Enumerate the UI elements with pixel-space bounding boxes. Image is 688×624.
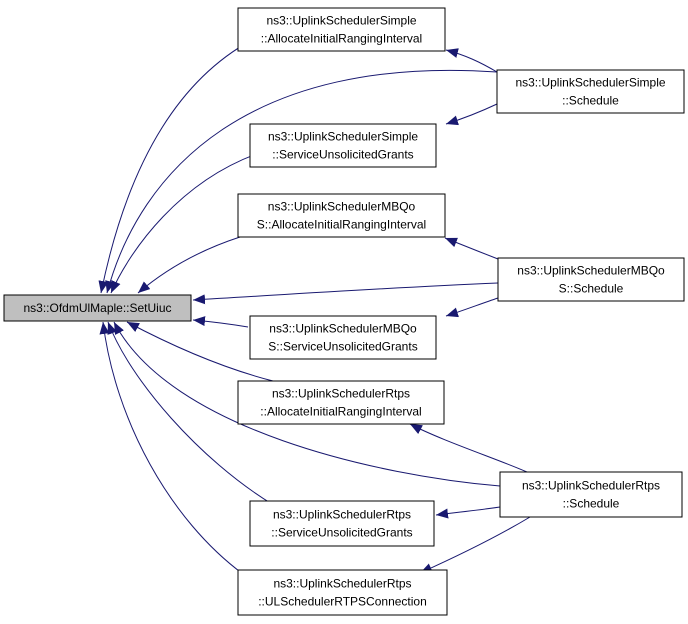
node-box[interactable]: [237, 193, 446, 238]
node-box[interactable]: [249, 315, 437, 360]
edge-rtps_sched-to-rtps_grants: [435, 506, 501, 519]
edge-simple_grants-to-root: [110, 151, 263, 294]
node-box[interactable]: [237, 7, 446, 52]
node-label-line: ns3::UplinkSchedulerRtps: [522, 479, 660, 493]
node-rtps-sched[interactable]: ns3::UplinkSchedulerRtps::Schedule: [499, 471, 683, 518]
edge-rtps_grants-to-root: [107, 321, 273, 505]
node-root[interactable]: ns3::OfdmUlMaple::SetUiuc: [3, 294, 192, 322]
node-label-line: ::ServiceUnsolicitedGrants: [271, 526, 412, 540]
edge-rtps_conn-to-root: [99, 321, 244, 575]
node-label-line: ns3::UplinkSchedulerMBQo: [269, 322, 417, 336]
node-label-line: ns3::UplinkSchedulerSimple: [268, 130, 418, 144]
node-box[interactable]: [499, 471, 683, 518]
node-box[interactable]: [237, 569, 448, 616]
node-label-line: ::ServiceUnsolicitedGrants: [272, 148, 413, 162]
node-simple-sched[interactable]: ns3::UplinkSchedulerSimple::Schedule: [496, 69, 685, 114]
node-rtps-alloc[interactable]: ns3::UplinkSchedulerRtps::AllocateInitia…: [237, 380, 445, 425]
node-label-line: ns3::UplinkSchedulerRtps: [273, 577, 411, 591]
node-label-line: ::ULSchedulerRTPSConnection: [258, 595, 427, 609]
edge-simple_sched-to-root: [105, 69, 498, 294]
node-label-line: S::ServiceUnsolicitedGrants: [268, 340, 417, 354]
node-rtps-conn[interactable]: ns3::UplinkSchedulerRtps::ULSchedulerRTP…: [237, 569, 448, 616]
edge-mbqos_sched-to-root: [192, 282, 499, 305]
node-label-line: ::AllocateInitialRangingInterval: [261, 32, 422, 46]
edge-mbqos_alloc-to-root: [137, 236, 241, 294]
edge-simple_sched-to-simple_alloc: [445, 48, 498, 73]
edge-mbqos_grants-to-root: [192, 316, 249, 328]
edge-rtps_sched-to-rtps_conn: [419, 516, 531, 574]
nodes-layer: ns3::OfdmUlMaple::SetUiucns3::UplinkSche…: [3, 7, 685, 616]
node-box[interactable]: [3, 294, 192, 322]
edges-layer: [98, 39, 531, 575]
node-label-line: ns3::UplinkSchedulerRtps: [273, 508, 411, 522]
node-box[interactable]: [249, 123, 437, 168]
node-mbqos-alloc[interactable]: ns3::UplinkSchedulerMBQoS::AllocateIniti…: [237, 193, 446, 238]
node-label-line: ::AllocateInitialRangingInterval: [260, 405, 421, 419]
node-label-line: ns3::OfdmUlMaple::SetUiuc: [23, 301, 171, 315]
node-label-line: S::AllocateInitialRangingInterval: [257, 218, 426, 232]
node-label-line: ns3::UplinkSchedulerSimple: [515, 76, 665, 90]
node-box[interactable]: [249, 500, 435, 547]
node-simple-alloc[interactable]: ns3::UplinkSchedulerSimple::AllocateInit…: [237, 7, 446, 52]
edge-rtps_sched-to-rtps_alloc: [409, 423, 528, 473]
edge-rtps_alloc-to-root: [126, 321, 274, 382]
node-label-line: ::Schedule: [563, 497, 620, 511]
node-label-line: ::Schedule: [562, 94, 619, 108]
node-label-line: ns3::UplinkSchedulerMBQo: [517, 264, 665, 278]
node-simple-grants[interactable]: ns3::UplinkSchedulerSimple::ServiceUnsol…: [249, 123, 437, 168]
edge-simple_alloc-to-root: [98, 39, 253, 294]
node-box[interactable]: [237, 380, 445, 425]
edge-rtps_sched-to-root: [113, 321, 501, 487]
edge-mbqos_sched-to-mbqos_grants: [445, 297, 499, 318]
node-rtps-grants[interactable]: ns3::UplinkSchedulerRtps::ServiceUnsolic…: [249, 500, 435, 547]
node-label-line: ns3::UplinkSchedulerRtps: [272, 387, 410, 401]
edge-mbqos_sched-to-mbqos_alloc: [444, 237, 499, 260]
node-box[interactable]: [497, 257, 685, 302]
node-box[interactable]: [496, 69, 685, 114]
node-mbqos-grants[interactable]: ns3::UplinkSchedulerMBQoS::ServiceUnsoli…: [249, 315, 437, 360]
node-label-line: ns3::UplinkSchedulerSimple: [266, 14, 416, 28]
edge-simple_sched-to-simple_grants: [445, 103, 498, 126]
node-label-line: ns3::UplinkSchedulerMBQo: [268, 200, 416, 214]
node-label-line: S::Schedule: [559, 282, 624, 296]
